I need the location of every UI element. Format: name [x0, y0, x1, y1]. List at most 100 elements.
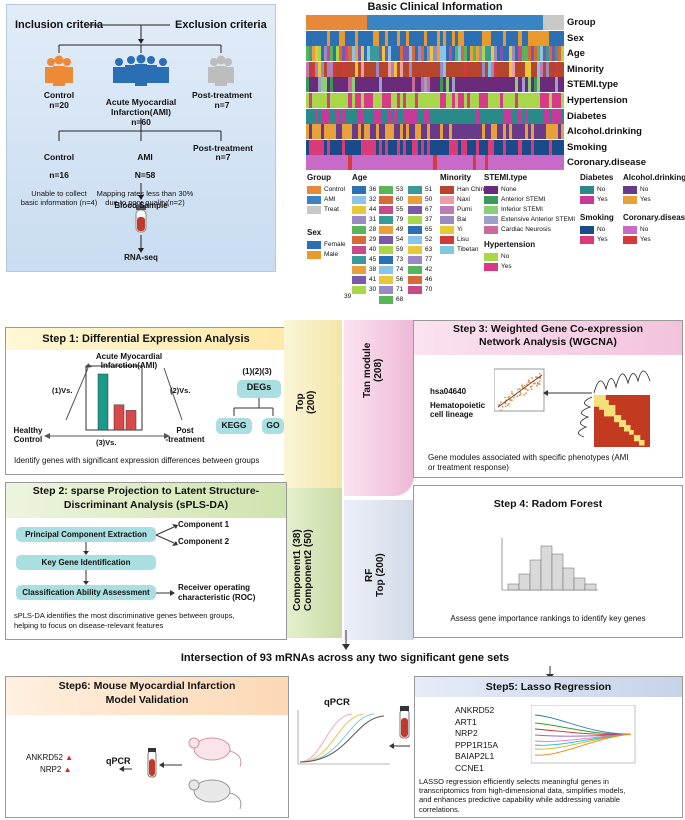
- legend-swatch: [408, 186, 422, 194]
- control2-block: Control n=16 Unable to collect basic inf…: [20, 152, 98, 208]
- step3-box: Step 3: Weighted Gene Co-expression Netw…: [413, 320, 683, 478]
- lasso-gene: ANKRD52: [455, 705, 495, 715]
- scatter-point: [500, 409, 502, 412]
- scatter-point: [504, 405, 507, 408]
- kegg-box: KEGG: [221, 420, 247, 430]
- scatter-point: [536, 383, 539, 385]
- histogram-bar: [551, 553, 564, 591]
- scatter-point: [510, 391, 513, 393]
- legend-swatch: [352, 206, 366, 214]
- legend-swatch: [379, 256, 393, 264]
- scatter-point: [504, 396, 506, 399]
- legend-label: Yi: [457, 225, 463, 233]
- legend-label: No: [640, 185, 649, 193]
- kgi-box: Key Gene Identification: [16, 555, 156, 570]
- legend-swatch: [379, 266, 393, 274]
- pathway-id: hsa04640: [430, 387, 467, 396]
- legend-label: 32: [369, 195, 377, 203]
- legend-swatch: [352, 256, 366, 264]
- legend-label: Anterior STEMI: [501, 195, 546, 203]
- vs1-label: (1)Vs.: [52, 386, 73, 395]
- legend-swatch: [307, 196, 321, 204]
- histogram-bar: [584, 583, 597, 591]
- legend-title: Group: [307, 173, 331, 182]
- legend-label: 36: [369, 185, 377, 193]
- heatmap-row-label: Sex: [567, 32, 584, 44]
- scatter-point: [531, 377, 533, 379]
- legend-label: No: [640, 225, 649, 233]
- scatter-point: [516, 395, 519, 398]
- tan-module-label: Tan module (208): [362, 342, 384, 398]
- scatter-point: [519, 391, 522, 393]
- heatmap-row: [306, 46, 565, 62]
- step1-diagram: [44, 363, 284, 439]
- legend-label: Male: [324, 250, 339, 258]
- control-people-icon: [45, 55, 73, 86]
- expression-bars: [97, 373, 137, 431]
- legend-label: 68: [396, 295, 404, 303]
- legend-swatch: [580, 226, 594, 234]
- legend-label: 40: [369, 245, 377, 253]
- legend-swatch: [307, 186, 321, 194]
- scatter-point: [539, 377, 542, 379]
- legend-label: AMI: [324, 195, 336, 203]
- scatter-point: [513, 396, 515, 399]
- heatmap-row: [306, 139, 565, 155]
- scatter-point: [530, 388, 533, 391]
- step5-title: Step5: Lasso Regression: [415, 677, 682, 697]
- scatter-point: [519, 393, 522, 395]
- legend-swatch: [484, 196, 498, 204]
- heatmap-row-label: Smoking: [567, 141, 608, 153]
- step2-arrows: [83, 524, 178, 596]
- legend-swatch: [379, 226, 393, 234]
- component1-label: Component 1: [178, 520, 230, 529]
- legend-label: 70: [425, 285, 433, 293]
- scatter-point: [538, 380, 541, 382]
- step4-desc: Assess gene importance rankings to ident…: [450, 614, 646, 623]
- legend-swatch: [484, 206, 498, 214]
- caa-box: Classification Ability Assessment: [16, 585, 156, 600]
- step1-ami-label: Acute Myocardial Infarction(AMI): [95, 352, 163, 370]
- step6-box: Step6: Mouse Myocardial Infarction Model…: [5, 676, 289, 818]
- component2-label: Component 2: [178, 537, 230, 546]
- test-tube-icon: [399, 706, 410, 739]
- scatter-point: [530, 385, 533, 387]
- center-arrow: [342, 630, 350, 650]
- step6-gene1: ANKRD52 ▲: [26, 753, 74, 762]
- legend-swatch: [352, 286, 366, 294]
- scatter-point: [535, 376, 538, 379]
- legend-swatch: [379, 206, 393, 214]
- legend-label: 71: [396, 285, 404, 293]
- legend-label: Yes: [597, 235, 608, 243]
- scatter-point: [527, 379, 530, 382]
- legend-label: 42: [425, 265, 433, 273]
- legend-label: 29: [369, 235, 377, 243]
- ami-label: Acute Myocardial Infarction(AMI)n=60: [105, 97, 177, 127]
- legend-swatch: [352, 186, 366, 194]
- step5-desc: LASSO regression efficiently selects mea…: [419, 777, 626, 814]
- step2-desc: sPLS-DA identifies the most discriminati…: [14, 611, 235, 630]
- legend-swatch: [623, 186, 637, 194]
- heatmap-row: [306, 30, 565, 46]
- mouse-icon-grey: [188, 779, 242, 810]
- legend-swatch: [580, 236, 594, 244]
- legend-swatch: [379, 276, 393, 284]
- step1-title: Step 1: Differential Expression Analysis: [6, 328, 286, 350]
- center-tan-band: [344, 320, 414, 496]
- legend-label: Lisu: [457, 235, 469, 243]
- legend-swatch: [352, 226, 366, 234]
- heatmap-row-label: STEMI.type: [567, 79, 619, 91]
- legend-label: 54: [396, 235, 404, 243]
- legend-title: Age: [352, 173, 368, 182]
- legend-swatch: [440, 236, 454, 244]
- heatmap-row: [306, 108, 565, 124]
- legend-swatch: [408, 216, 422, 224]
- step6-gene2: NRP2 ▲: [40, 765, 72, 774]
- legend-swatch: [408, 196, 422, 204]
- step1-healthy-label: Healthy Control: [13, 426, 43, 444]
- legend-label: 73: [396, 255, 404, 263]
- legend-swatch: [379, 296, 393, 304]
